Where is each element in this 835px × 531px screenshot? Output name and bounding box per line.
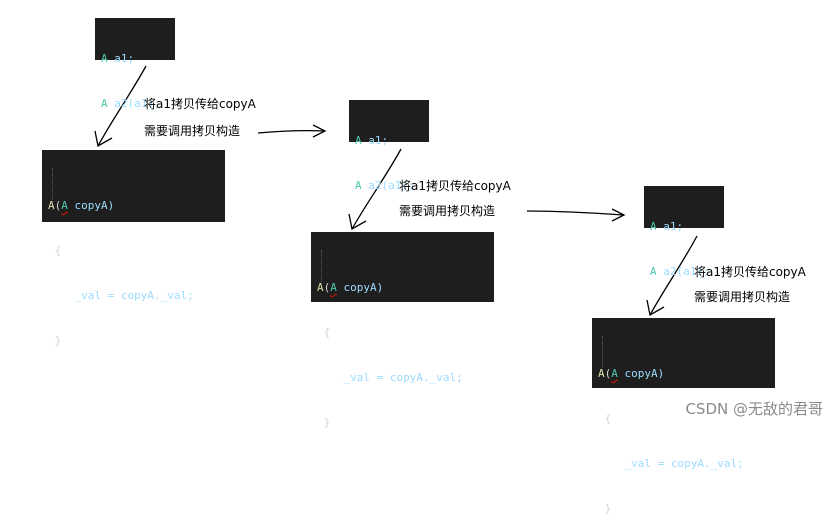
down-arrow-1 <box>97 65 147 147</box>
right-arrow-1-head <box>312 124 327 138</box>
right-arrow-2 <box>526 210 625 216</box>
call-code-box-2: A a1; A a2(a1); <box>349 100 429 192</box>
down-arrow-2 <box>351 148 402 230</box>
watermark: CSDN @无敌的君哥 <box>685 400 823 418</box>
caption-line2-2: 需要调用拷贝构造 <box>399 204 496 218</box>
right-arrow-2-head <box>611 208 626 222</box>
caption-line2-1: 需要调用拷贝构造 <box>144 124 241 138</box>
down-arrow-3 <box>649 235 698 316</box>
down-arrow-3-head <box>646 299 665 317</box>
caption-line1-2: 将a1拷贝传给copyA <box>399 179 511 193</box>
caption-line1-1: 将a1拷贝传给copyA <box>144 97 256 111</box>
caption-line2-3: 需要调用拷贝构造 <box>694 290 791 304</box>
caption-line1-3: 将a1拷贝传给copyA <box>694 265 806 279</box>
ctor-code-box-3: A(A copyA) { _val = copyA._val; } <box>592 318 775 515</box>
indent-guide <box>321 250 322 290</box>
arrows-layer <box>94 65 698 317</box>
call-code-box-3: A a1; A a2(a1); <box>644 186 724 278</box>
down-arrow-1-head <box>94 130 113 148</box>
indent-guide <box>52 168 53 210</box>
ctor-code-box-1: A(A copyA) { _val = copyA._val; } <box>42 150 225 347</box>
right-arrow-1 <box>257 129 325 134</box>
call-code-box-1: A a1; A a2(a1); <box>95 18 175 110</box>
down-arrow-2-head <box>348 213 367 231</box>
ctor-code-box-2: A(A copyA) { _val = copyA._val; } <box>311 232 494 429</box>
indent-guide <box>602 336 603 376</box>
